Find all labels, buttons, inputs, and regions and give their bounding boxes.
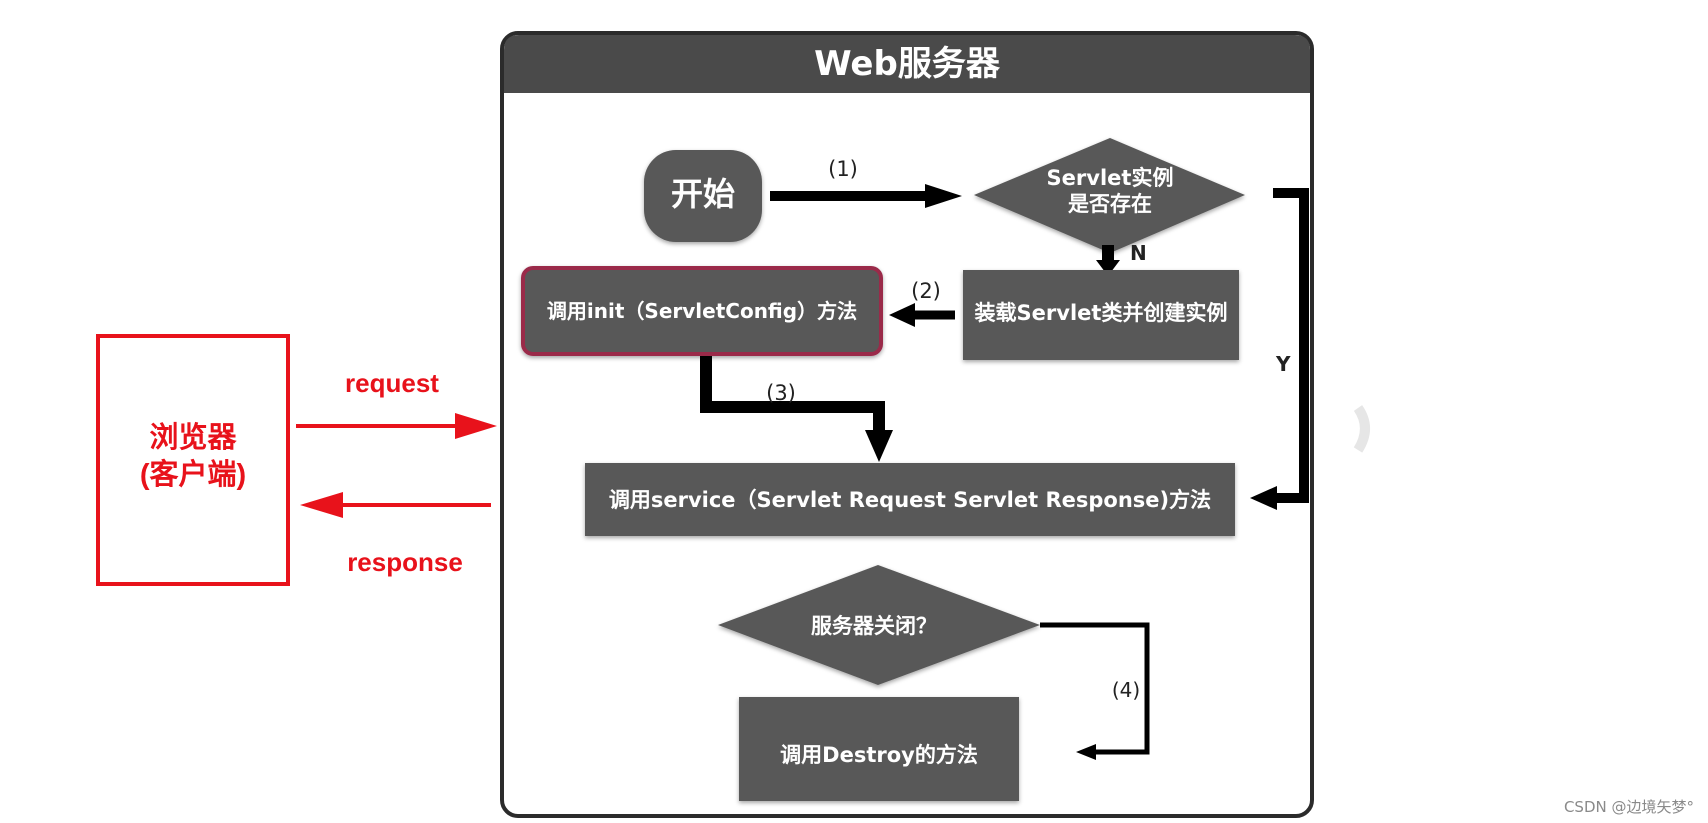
browser-label-line1: 浏览器 <box>149 421 237 454</box>
call-service-label: 调用service（Servlet Request Servlet Respon… <box>609 488 1211 512</box>
server-closed-label: 服务器关闭？ <box>811 614 937 638</box>
arrow-step-4 <box>1040 622 1150 760</box>
load-servlet-box <box>963 270 1239 360</box>
call-service-box <box>585 463 1235 536</box>
decorative-arc <box>1353 405 1370 453</box>
edge-label-step-2: (2) <box>911 279 941 303</box>
call-destroy-label: 调用Destroy的方法 <box>780 743 978 767</box>
call-init-label: 调用init（ServletConfig）方法 <box>547 299 857 323</box>
server-closed-decision <box>718 565 1040 685</box>
request-arrow <box>296 413 497 439</box>
web-server-title: Web服务器 <box>814 44 1001 84</box>
edge-label-no: N <box>1130 241 1147 265</box>
browser-label-line2: (客户端) <box>140 457 246 491</box>
servlet-exists-line2: 是否存在 <box>1068 192 1152 216</box>
start-label: 开始 <box>671 175 735 213</box>
request-label: request <box>345 368 439 398</box>
servlet-exists-line1: Servlet实例 <box>1047 166 1174 190</box>
arrow-yes <box>1250 188 1309 510</box>
edge-label-step-3: (3) <box>766 381 796 405</box>
servlet-exists-decision <box>974 138 1245 253</box>
edge-label-step-4: (4) <box>1112 678 1140 702</box>
response-label: response <box>347 547 463 577</box>
response-arrow <box>300 492 491 518</box>
arrow-step-2 <box>889 303 955 327</box>
edge-label-yes: Y <box>1275 352 1291 376</box>
arrow-no <box>1096 245 1120 276</box>
watermark: CSDN @边境矢梦° <box>1563 798 1694 816</box>
arrow-step-1 <box>770 184 962 208</box>
edge-label-step-1: (1) <box>828 157 858 181</box>
web-server-header <box>504 35 1310 93</box>
call-init-box <box>521 266 883 356</box>
browser-client-box <box>96 334 290 586</box>
load-servlet-label: 装载Servlet类并创建实例 <box>975 301 1228 325</box>
call-destroy-box <box>739 697 1019 801</box>
start-node <box>644 150 762 242</box>
arrow-step-3 <box>700 356 893 462</box>
